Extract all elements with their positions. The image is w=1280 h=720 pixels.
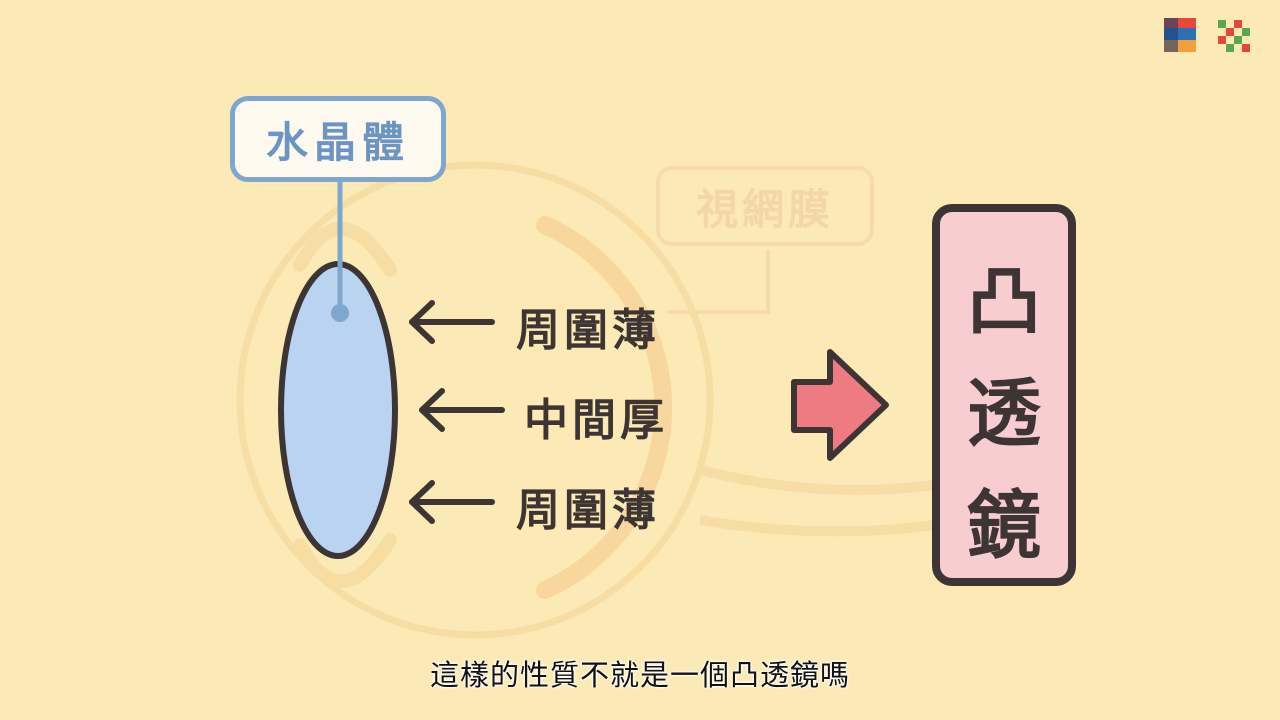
arrow-middle-icon <box>419 388 505 432</box>
retina-leader-line <box>668 250 770 314</box>
channel-logos <box>1164 18 1250 52</box>
big-right-arrow-icon <box>791 349 889 461</box>
eyeball-outline <box>236 161 936 639</box>
lens-leader-dot <box>331 304 349 322</box>
stacked-layers-logo-icon <box>1164 18 1196 52</box>
retina-label: 視網膜 <box>656 166 874 246</box>
convex-lens-box: 凸 透 鏡 <box>932 204 1076 586</box>
edge-top-text: 周圍薄 <box>516 305 660 356</box>
middle-text: 中間厚 <box>524 395 668 446</box>
lens-label: 水晶體 <box>230 96 446 182</box>
green-red-mosaic-logo-icon <box>1218 20 1250 52</box>
edge-bottom-text: 周圍薄 <box>516 485 660 536</box>
arrow-edge-bottom-icon <box>409 480 495 524</box>
result-char-3: 鏡 <box>967 483 1041 569</box>
result-char-2: 透 <box>967 371 1041 457</box>
arrow-edge-top-icon <box>409 300 495 344</box>
result-char-1: 凸 <box>967 259 1041 345</box>
subtitle-caption: 這樣的性質不就是一個凸透鏡嗎 <box>429 658 850 692</box>
